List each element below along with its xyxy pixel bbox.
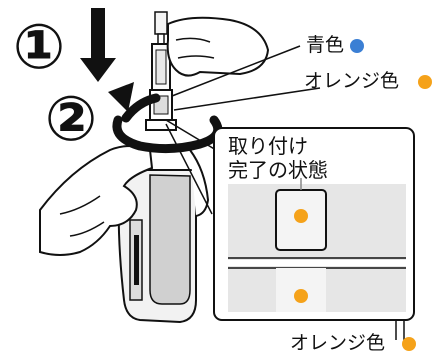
- device-body: [117, 169, 197, 324]
- step-2-number: ②: [44, 82, 98, 155]
- inset-title-line1: 取り付け: [228, 134, 308, 158]
- down-arrow-icon: [80, 8, 116, 82]
- tip-assembly: [145, 11, 177, 131]
- inset-title-line2: 完了の状態: [228, 158, 328, 182]
- orange-dot-top: [418, 75, 432, 89]
- inset-panel: [213, 127, 415, 321]
- blue-label: 青色: [306, 34, 345, 56]
- orange-label-bottom: オレンジ色: [290, 332, 386, 354]
- orange-label-top: オレンジ色: [304, 70, 400, 92]
- blue-dot: [350, 39, 364, 53]
- orange-dot-base: [294, 289, 308, 303]
- orange-dot-collar: [294, 209, 308, 223]
- upper-hand: [166, 16, 270, 77]
- lower-hand: [39, 145, 210, 256]
- step-1-number: ①: [12, 10, 66, 83]
- orange-dot-bottom: [402, 337, 416, 351]
